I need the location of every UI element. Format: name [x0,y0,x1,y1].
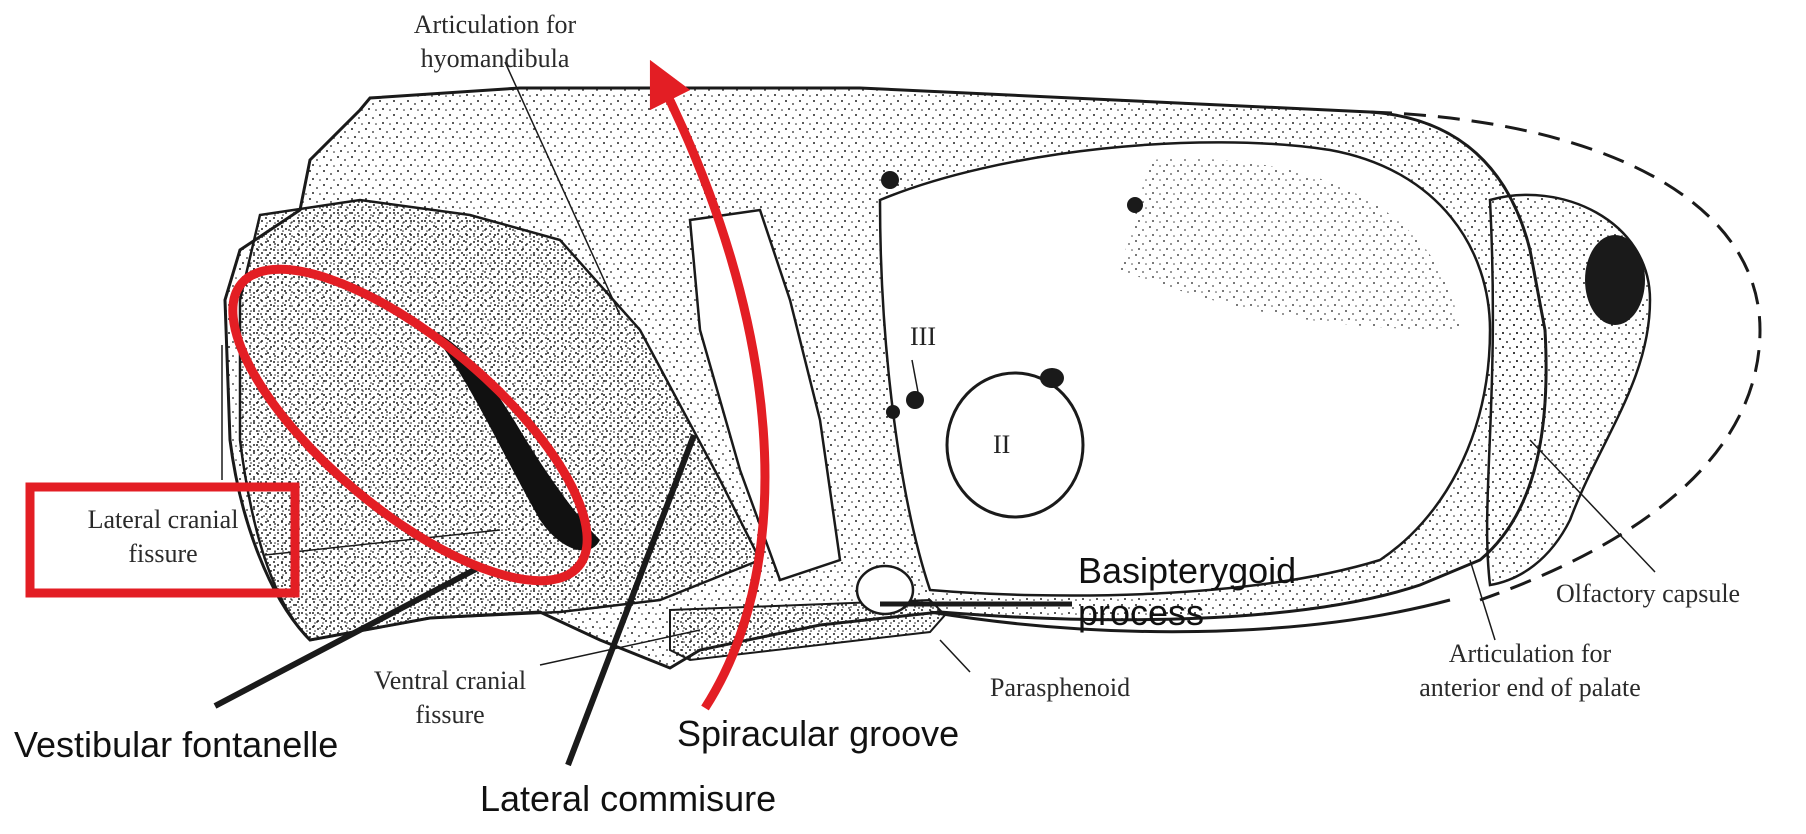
label-lateral-commisure: Lateral commisure [480,778,777,819]
parasphenoid-rod [929,598,1451,634]
lateral-cranial-fissure-slit [430,330,600,551]
leader-optic [911,359,919,393]
spiracular-groove-arrow [649,59,770,711]
leader-lateral-commisure [565,433,697,767]
label-optic-foramen: II [993,430,1011,459]
foramen-small [1040,368,1064,388]
foramen-small [881,171,899,189]
highlight-box-lateral-cranial-fissure [25,482,300,598]
highlight-ellipse-fissure [228,264,592,586]
oculomotor-foramen [906,391,924,409]
leader-parasphenoid [939,639,971,673]
leader-olfactory [1529,439,1656,573]
leader-palate [1469,559,1496,641]
label-articulation-hyomandibula: Articulation for hyomandibula [413,10,577,73]
label-olfactory-capsule: Olfactory capsule [1556,579,1741,608]
label-articulation-palate: Articulation for anterior end of palate [1419,639,1641,702]
label-vestibular-fontanelle: Vestibular fontanelle [14,724,339,765]
basipterygoid-process-shape [855,564,915,616]
label-ventral-cranial-fissure: Ventral cranial fissure [373,666,527,729]
label-lateral-cranial-fissure: Lateral cranial fissure [87,505,239,568]
label-spiracular-groove: Spiracular groove [677,713,960,754]
leader-lateral-cranial-fissure [264,529,501,556]
foramen-small [886,405,900,419]
orbital-stipple [1120,158,1460,330]
leader-ventral-cranial-fissure [539,629,701,666]
leader-hyomandibula [504,61,621,316]
snout-outline-dashed [1369,110,1762,602]
label-parasphenoid: Parasphenoid [990,673,1131,702]
optic-foramen [945,371,1085,519]
leader-vestibular-fontanelle [213,565,480,709]
olfactory-fenestra [1585,235,1645,325]
label-basipterygoid-process: Basipterygoid process [1078,550,1297,633]
lateral-commissure-strut [688,208,842,582]
foramen-small [1127,197,1143,213]
label-oculomotor-foramen: III [910,322,936,351]
